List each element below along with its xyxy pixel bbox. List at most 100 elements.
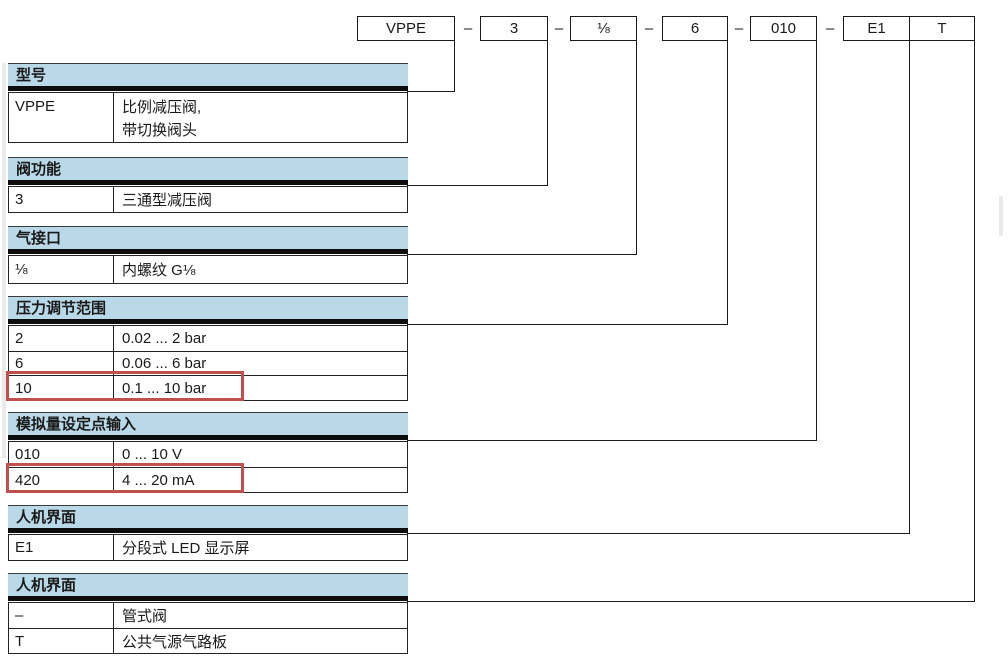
code-segment-label: VPPE (385, 20, 427, 37)
section-header: 型号 (8, 63, 408, 86)
code-box-eighth: ⅛ (570, 16, 637, 41)
desc-cell: 比例减压阀, 带切换阀头 (114, 93, 407, 144)
code-box-e1: E1 (843, 16, 910, 41)
desc-cell: 0.02 ... 2 bar (122, 330, 207, 347)
code-segment-label: 010 (770, 20, 797, 37)
section-valve-function: 阀功能 3 三通型减压阀 (8, 157, 408, 213)
code-separator-dash: – (549, 16, 569, 41)
section-header: 模拟量设定点输入 (8, 412, 408, 435)
code-separator-dash: – (820, 16, 840, 41)
section-table: – 管式阀 T 公共气源气路板 (8, 602, 408, 654)
desc-cell: 管式阀 (122, 608, 168, 625)
section-divider-bar (8, 435, 408, 440)
desc-line: 比例减压阀, (122, 99, 202, 116)
section-table: 3 三通型减压阀 (8, 186, 408, 213)
section-header: 人机界面 (8, 573, 408, 596)
desc-cell: 三通型减压阀 (122, 192, 213, 209)
section-table: 2 0.02 ... 2 bar 6 0.06 ... 6 bar 10 0.1… (8, 325, 408, 401)
code-cell: VPPE (9, 93, 114, 142)
highlight-box-pressure-10bar (6, 371, 244, 401)
code-cell: 420 (9, 468, 114, 492)
code-segment-label: 6 (690, 20, 700, 37)
connector-hline-eighth (407, 254, 637, 255)
code-separator-dash: – (458, 16, 478, 41)
table-row: 3 三通型减压阀 (9, 187, 407, 212)
desc-cell: 0 ... 10 V (122, 446, 183, 463)
desc-cell: 内螺纹 G⅛ (122, 262, 196, 279)
code-segment-label: ⅛ (597, 20, 610, 37)
connector-vline-eighth (636, 40, 637, 254)
connector-vline-vppe (454, 40, 455, 91)
connector-hline-6 (407, 324, 728, 325)
section-divider-bar (8, 528, 408, 533)
code-box-6: 6 (662, 16, 728, 41)
code-cell: 6 (9, 352, 114, 375)
section-table: 010 0 ... 10 V 420 4 ... 20 mA (8, 441, 408, 493)
desc-cell: 公共气源气路板 (122, 633, 228, 651)
section-model: 型号 VPPE 比例减压阀, 带切换阀头 (8, 63, 408, 143)
desc-cell: 0.1 ... 10 bar (122, 379, 207, 397)
dash-glyph: – (734, 20, 744, 37)
connector-vline-010 (816, 40, 817, 440)
dash-glyph: – (825, 20, 835, 37)
desc-cell: 4 ... 20 mA (122, 471, 195, 489)
code-box-010: 010 (750, 16, 817, 41)
section-divider-bar (8, 86, 408, 91)
section-divider-bar (8, 596, 408, 601)
connector-vline-e1 (909, 40, 910, 533)
table-row: ⅛ 内螺纹 G⅛ (9, 256, 407, 283)
table-row: 010 0 ... 10 V (9, 442, 407, 467)
desc-line: 带切换阀头 (122, 122, 198, 139)
connector-vline-t (974, 40, 975, 601)
connector-vline-6 (727, 40, 728, 324)
connector-vline-3 (547, 40, 548, 185)
table-row: E1 分段式 LED 显示屏 (9, 535, 407, 560)
table-row: T 公共气源气路板 (9, 628, 407, 653)
section-table: ⅛ 内螺纹 G⅛ (8, 255, 408, 284)
code-cell: 3 (9, 187, 114, 212)
code-cell: T (9, 629, 114, 653)
section-divider-bar (8, 249, 408, 254)
table-row-highlighted: 10 0.1 ... 10 bar (9, 375, 407, 400)
section-table: E1 分段式 LED 显示屏 (8, 534, 408, 561)
section-header: 压力调节范围 (8, 296, 408, 319)
section-pneumatic-port: 气接口 ⅛ 内螺纹 G⅛ (8, 226, 408, 284)
code-cell: – (9, 603, 114, 628)
code-box-vppe: VPPE (357, 16, 455, 41)
table-row: – 管式阀 (9, 603, 407, 628)
section-header: 阀功能 (8, 157, 408, 180)
section-analog-setpoint-input: 模拟量设定点输入 010 0 ... 10 V 420 4 ... 20 mA (8, 412, 408, 493)
code-segment-label: T (937, 20, 947, 37)
connector-hline-t (407, 601, 975, 602)
table-row-highlighted: 420 4 ... 20 mA (9, 467, 407, 492)
highlight-box-input-420ma (6, 463, 244, 493)
connector-hline-vppe (407, 91, 455, 92)
code-cell: ⅛ (9, 256, 114, 283)
scan-artifact-left (2, 63, 6, 458)
section-header: 人机界面 (8, 505, 408, 528)
connector-hline-3 (407, 185, 548, 186)
section-hmi-display: 人机界面 E1 分段式 LED 显示屏 (8, 505, 408, 561)
code-cell: 2 (9, 326, 114, 351)
section-pressure-range: 压力调节范围 2 0.02 ... 2 bar 6 0.06 ... 6 bar… (8, 296, 408, 401)
code-segment-label: E1 (867, 20, 886, 37)
table-row: 2 0.02 ... 2 bar (9, 326, 407, 351)
desc-cell: 0.06 ... 6 bar (122, 355, 207, 372)
desc-cell: 分段式 LED 显示屏 (122, 540, 250, 557)
dash-glyph: – (554, 20, 564, 37)
connector-hline-010 (407, 440, 817, 441)
code-segment-label: 3 (509, 20, 519, 37)
section-table: VPPE 比例减压阀, 带切换阀头 (8, 92, 408, 143)
code-separator-dash: – (729, 16, 749, 41)
scan-artifact-right (999, 196, 1003, 236)
code-cell: E1 (9, 535, 114, 560)
code-cell: 10 (9, 376, 114, 400)
table-row: VPPE 比例减压阀, 带切换阀头 (9, 93, 407, 142)
connector-hline-e1 (407, 533, 910, 534)
section-divider-bar (8, 180, 408, 185)
section-header: 气接口 (8, 226, 408, 249)
section-hmi-mounting: 人机界面 – 管式阀 T 公共气源气路板 (8, 573, 408, 654)
dash-glyph: – (644, 20, 654, 37)
code-cell: 010 (9, 442, 114, 467)
code-box-3: 3 (480, 16, 548, 41)
